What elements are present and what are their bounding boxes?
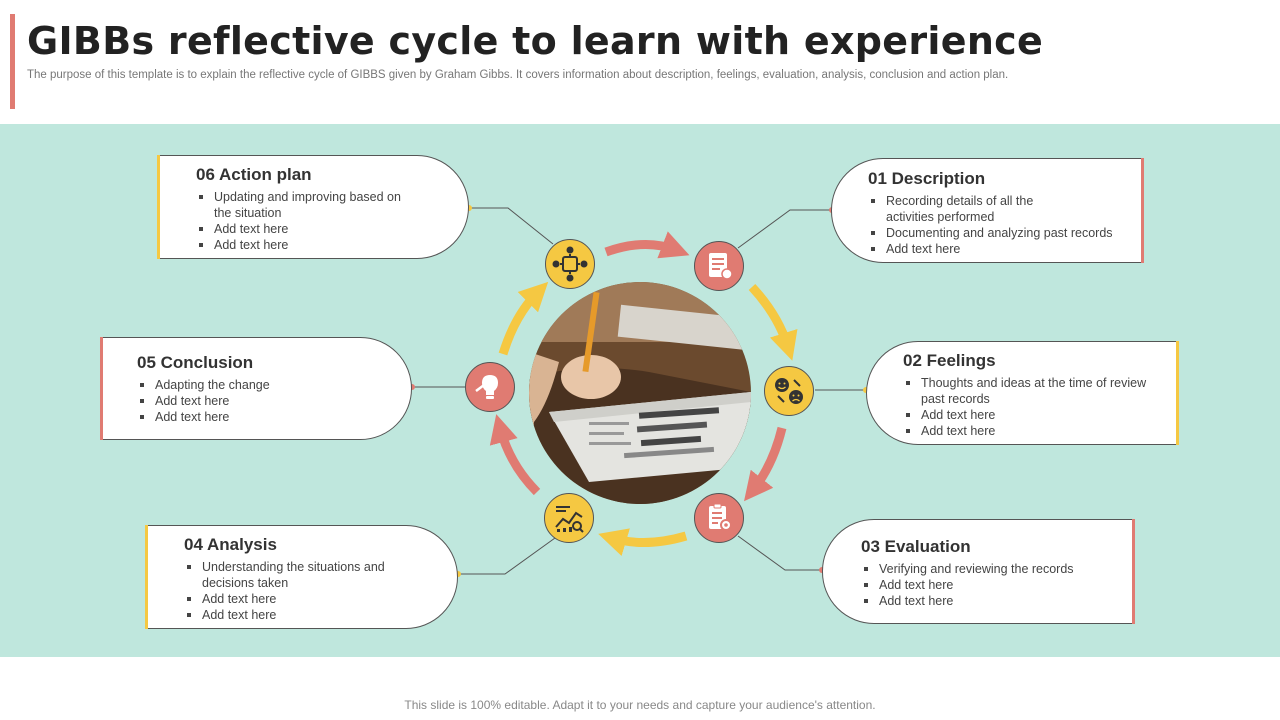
stage-card-feelings: 02 Feelings Thoughts and ideas at the ti… bbox=[866, 341, 1179, 445]
stage-item: Documenting and analyzing past records bbox=[868, 225, 1128, 241]
arrow-conclusion-to-action bbox=[498, 281, 549, 356]
stage-item: Understanding the situations and decisio… bbox=[184, 559, 409, 591]
center-photo-student-writing bbox=[529, 282, 751, 504]
slide-footer-note: This slide is 100% editable. Adapt it to… bbox=[404, 698, 876, 712]
emotions-icon bbox=[764, 366, 814, 416]
stage-item: Verifying and reviewing the records bbox=[861, 561, 1111, 577]
title-accent-bar bbox=[10, 14, 15, 109]
stage-item: Add text here bbox=[184, 591, 409, 607]
stage-item: Updating and improving based on the situ… bbox=[196, 189, 411, 221]
card-stripe bbox=[1176, 341, 1179, 445]
stage-title: 03 Evaluation bbox=[861, 537, 971, 556]
stage-item: Adapting the change bbox=[137, 377, 357, 393]
stage-card-description: 01 Description Recording details of all … bbox=[831, 158, 1144, 263]
connector-description bbox=[737, 209, 832, 249]
stage-item: Add text here bbox=[196, 221, 411, 237]
stage-card-conclusion: 05 Conclusion Adapting the change Add te… bbox=[100, 337, 412, 440]
analytics-chart-icon bbox=[544, 493, 594, 543]
card-stripe bbox=[100, 337, 103, 440]
connector-action bbox=[469, 207, 554, 245]
card-stripe bbox=[1132, 519, 1135, 624]
stage-item: Add text here bbox=[903, 423, 1168, 439]
card-stripe bbox=[1141, 158, 1144, 263]
stage-item: Add text here bbox=[137, 409, 357, 425]
stage-item: Add text here bbox=[196, 237, 411, 253]
stage-title: 02 Feelings bbox=[903, 351, 996, 370]
arrow-evaluation-to-analysis bbox=[598, 528, 688, 556]
stage-title: 04 Analysis bbox=[184, 535, 277, 554]
connector-evaluation bbox=[737, 535, 822, 571]
arrow-feelings-to-evaluation bbox=[744, 426, 787, 502]
arrow-action-to-description bbox=[604, 231, 690, 259]
stage-title: 05 Conclusion bbox=[137, 353, 254, 372]
lightbulb-hand-icon bbox=[465, 362, 515, 412]
card-stripe bbox=[157, 155, 160, 259]
stage-item: Add text here bbox=[903, 407, 1168, 423]
stage-item: Add text here bbox=[868, 241, 1128, 257]
stage-item: Add text here bbox=[184, 607, 409, 623]
card-stripe bbox=[145, 525, 148, 629]
stage-card-action-plan: 06 Action plan Updating and improving ba… bbox=[157, 155, 469, 259]
arrow-description-to-feelings bbox=[748, 283, 798, 361]
document-icon bbox=[694, 241, 744, 291]
slide-title: GIBBs reflective cycle to learn with exp… bbox=[27, 19, 1044, 63]
stage-item: Thoughts and ideas at the time of review… bbox=[903, 375, 1168, 407]
stage-card-evaluation: 03 Evaluation Verifying and reviewing th… bbox=[822, 519, 1135, 624]
stage-item: Recording details of all the activities … bbox=[868, 193, 1058, 225]
stage-item: Add text here bbox=[861, 577, 1111, 593]
stage-item: Add text here bbox=[137, 393, 357, 409]
stage-title: 01 Description bbox=[868, 169, 986, 188]
slide-subtitle: The purpose of this template is to expla… bbox=[27, 69, 1009, 81]
stage-item: Add text here bbox=[861, 593, 1111, 609]
arrow-analysis-to-conclusion bbox=[489, 414, 541, 496]
checklist-gear-icon bbox=[694, 493, 744, 543]
action-network-icon bbox=[545, 239, 595, 289]
stage-title: 06 Action plan bbox=[196, 165, 312, 184]
stage-card-analysis: 04 Analysis Understanding the situations… bbox=[145, 525, 458, 629]
connector-analysis bbox=[458, 537, 556, 575]
